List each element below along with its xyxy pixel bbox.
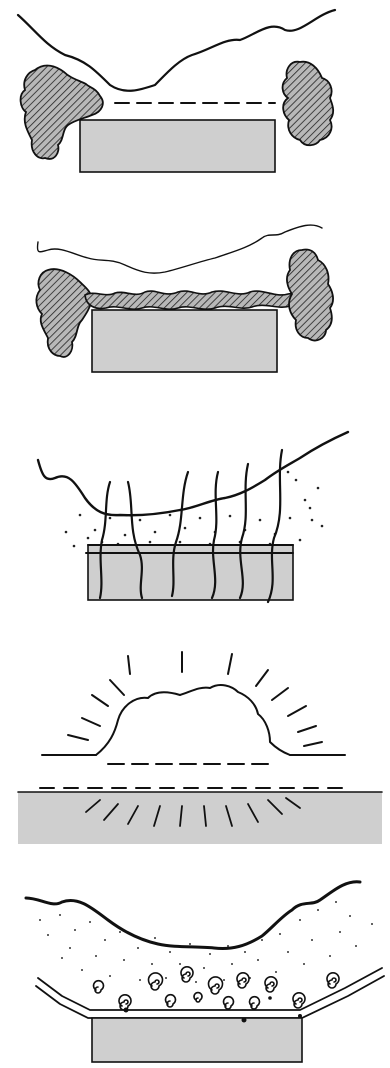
panel-4-radiating-mound-diagram: [0, 640, 390, 850]
ground-slab: [18, 792, 382, 844]
block: [92, 310, 277, 372]
block: [92, 1018, 302, 1062]
panel-5-coiled-debris-diagram: [0, 860, 390, 1068]
block: [80, 120, 275, 172]
terrain-line: [38, 432, 348, 515]
mound-outline: [96, 685, 290, 755]
panel-3-roots-through-soil-diagram: [0, 420, 390, 620]
terrain-line: [26, 882, 360, 949]
panel-1-soil-gap-diagram: [0, 0, 390, 200]
left-shrub: [36, 269, 92, 357]
upper-rays: [68, 652, 322, 746]
right-shrub: [283, 62, 334, 146]
right-shrub: [287, 249, 333, 340]
terrain-line: [37, 225, 322, 273]
root-bridge: [85, 291, 297, 309]
soil-speckles: [39, 901, 373, 983]
coils: [94, 967, 340, 1010]
panel-2-root-bridge-diagram: [0, 210, 390, 410]
embankment-line-bottom: [36, 976, 384, 1018]
